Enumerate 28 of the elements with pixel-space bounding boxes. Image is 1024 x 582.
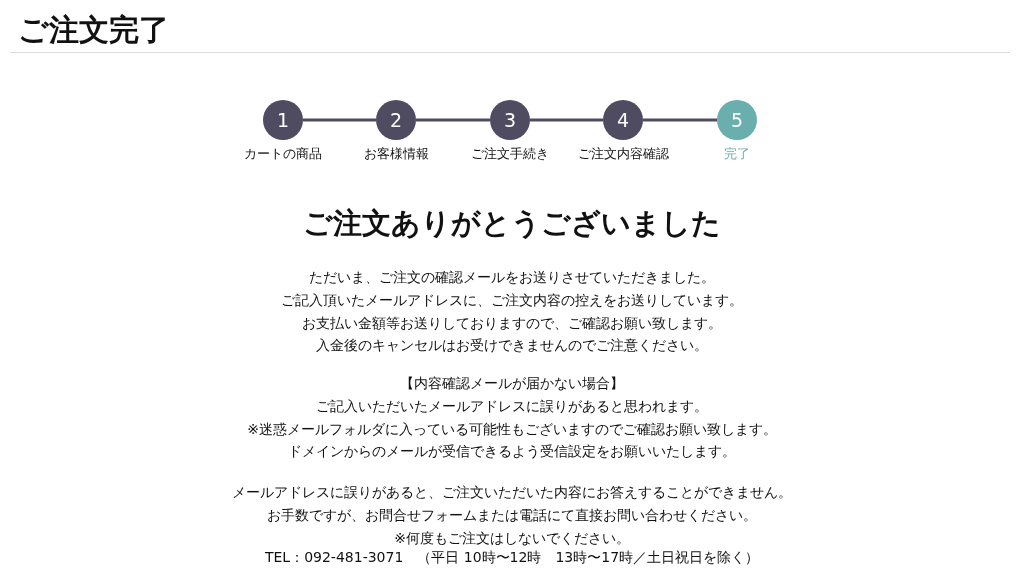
connector-line [303,118,376,122]
step-label: カートの商品 [244,145,322,163]
message-line: お手数ですが、お問合せフォームまたは電話にて直接お問い合わせください。 [267,506,757,525]
connector-line [416,118,490,122]
step-circle: 4 [603,100,643,140]
message-line: ご記入頂いたメールアドレスに、ご注文内容の控えをお送りしています。 [281,291,743,310]
message-line: ※何度もご注文はしないでください。 [394,529,630,548]
message-line: ただいま、ご注文の確認メールをお送りさせていただきました。 [309,268,715,287]
step-label: お客様情報 [363,145,429,163]
step-circle: 2 [376,100,416,140]
step-label: ご注文内容確認 [577,145,669,163]
step-circle: 1 [263,100,303,140]
step-circle: 3 [490,100,530,140]
step-circle: 5 [717,100,757,140]
message-line: ご記入いただいたメールアドレスに誤りがあると思われます。 [316,397,708,416]
connector-line [643,118,717,122]
message-line: お支払い金額等お送りしておりますので、ご確認お願い致します。 [302,314,722,333]
message-line: 入金後のキャンセルはお受けできませんのでご注意ください。 [316,336,708,355]
message-line: ※迷惑メールフォルダに入っている可能性もございますのでご確認お願い致します。 [247,420,777,439]
connector-line [530,118,603,122]
message-line: メールアドレスに誤りがあると、ご注文いただいた内容にお答えすることができません。 [232,483,792,502]
step-label: ご注文手続き [471,145,549,163]
message-line: ドメインからのメールが受信できるよう受信設定をお願いいたします。 [288,442,736,461]
message-line: TEL：092-481-3071 （平日 10時〜12時 13時〜17時／土日祝日を除く） [264,548,760,567]
step-label: 完了 [724,145,750,163]
page-title: ご注文完了 [18,11,169,49]
message-line: 【内容確認メールが届かない場合】 [400,374,624,393]
heading: ご注文ありがとうございました [303,205,721,241]
